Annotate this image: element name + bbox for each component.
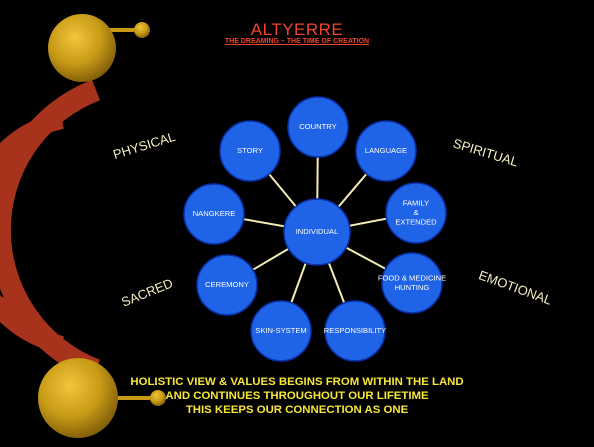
node-language: LANGUAGE xyxy=(355,120,417,182)
node-ceremony-circle xyxy=(196,254,258,316)
node-ceremony: CEREMONY xyxy=(196,254,258,316)
gold-dot-bottom xyxy=(150,390,166,406)
node-ceremony-label: CEREMONY xyxy=(205,280,249,289)
node-family-label: & xyxy=(413,208,418,217)
gold-circle-bottom xyxy=(38,358,118,438)
node-country-circle xyxy=(287,96,349,158)
node-language-label: LANGUAGE xyxy=(365,146,407,155)
node-story-label: STORY xyxy=(237,146,263,155)
node-individual-label: INDIVIDUAL xyxy=(296,227,339,236)
slide-subtitle: THE DREAMING – THE TIME OF CREATION xyxy=(224,38,370,45)
slide-title: ALTYERRE xyxy=(250,20,344,39)
node-responsibility-label: RESPONSIBILITY xyxy=(324,326,386,335)
node-nangkere-circle xyxy=(183,183,245,245)
node-family-label: EXTENDED xyxy=(395,218,437,227)
footer-line-3: THIS KEEPS OUR CONNECTION AS ONE xyxy=(185,404,409,416)
node-language-circle xyxy=(355,120,417,182)
footer-statement: HOLISTIC VIEW & VALUES BEGINS FROM WITHI… xyxy=(100,375,494,417)
concentric-arcs xyxy=(0,79,100,381)
node-story-circle xyxy=(219,120,281,182)
node-individual-circle xyxy=(283,198,351,266)
node-family-label: FAMILY xyxy=(403,199,429,208)
node-family-circle xyxy=(385,182,447,244)
node-food-and-medicine-label: FOOD & MEDICINE xyxy=(378,273,446,282)
node-nangkere: NANGKERE xyxy=(183,183,245,245)
gold-circle-top xyxy=(48,14,116,82)
node-skin-system: SKIN-SYSTEM xyxy=(250,300,312,362)
node-country: COUNTRY xyxy=(287,96,349,158)
node-skin-system-label: SKIN-SYSTEM xyxy=(255,326,306,335)
node-individual: INDIVIDUAL xyxy=(283,198,351,266)
footer-line-1: HOLISTIC VIEW & VALUES BEGINS FROM WITHI… xyxy=(130,376,464,388)
nodes: COUNTRY LANGUAGE FAMILY&EXTENDED FOOD & MED… xyxy=(183,96,447,362)
node-family: FAMILY&EXTENDED xyxy=(385,182,447,244)
node-responsibility: RESPONSIBILITY xyxy=(324,300,386,362)
footer-line-2: AND CONTINUES THROUGHOUT OUR LIFETIME xyxy=(165,390,429,402)
node-nangkere-label: NANGKERE xyxy=(193,209,236,218)
node-food-and-medicine-circle xyxy=(381,252,443,314)
node-skin-system-circle xyxy=(250,300,312,362)
node-story: STORY xyxy=(219,120,281,182)
node-responsibility-circle xyxy=(324,300,386,362)
node-country-label: COUNTRY xyxy=(299,122,336,131)
node-food-and-medicine-label: HUNTING xyxy=(395,283,430,292)
gold-dot-top xyxy=(134,22,150,38)
